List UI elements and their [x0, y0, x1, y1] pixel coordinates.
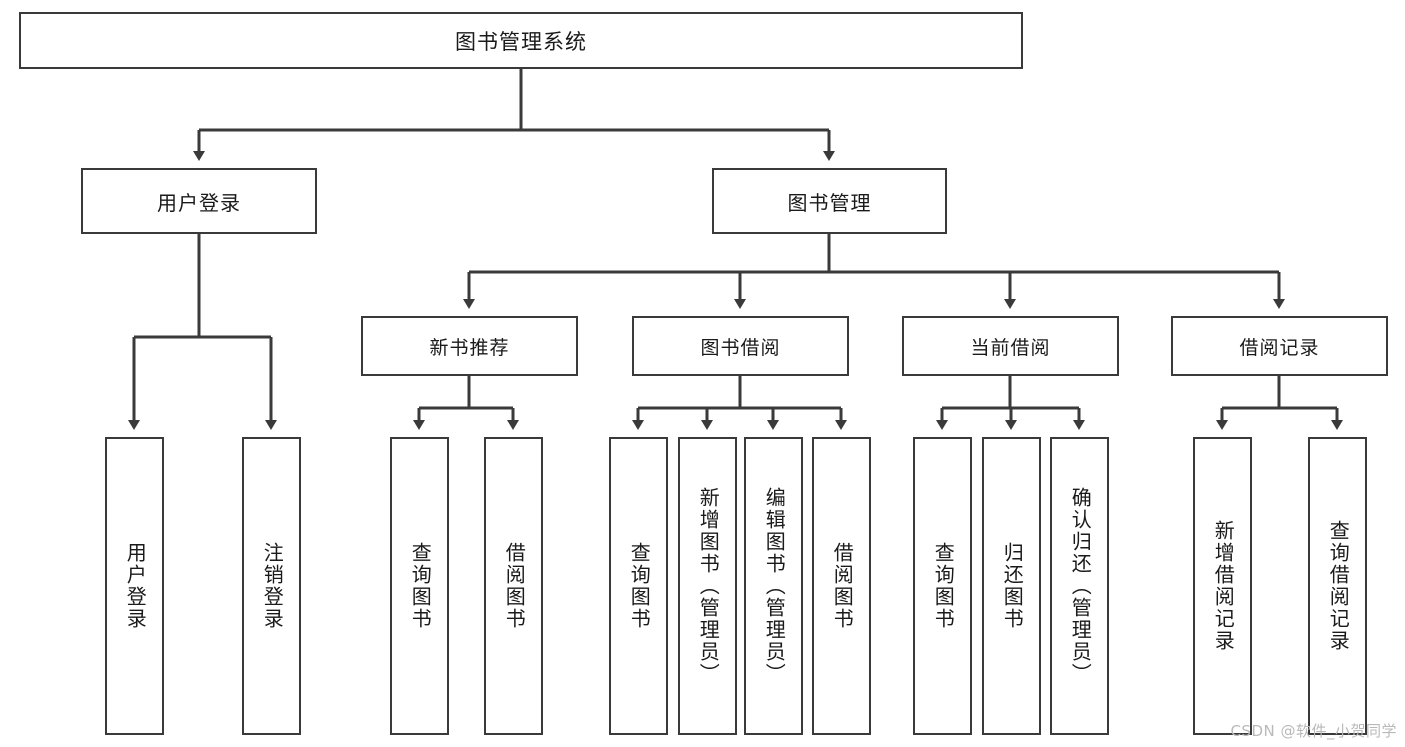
- node-leaf-logout[interactable]: 注销登录: [242, 437, 301, 735]
- node-current-borrow-label: 当前借阅: [970, 336, 1051, 359]
- node-user-login-label: 用户登录: [157, 190, 241, 215]
- node-leaf-user-login[interactable]: 用户登录: [105, 437, 164, 735]
- node-leaf-query-book-current-label: 查询图书: [931, 542, 956, 630]
- node-leaf-add-book-admin-label: 新增图书（管理员）: [696, 487, 721, 685]
- node-leaf-edit-book-admin-label: 编辑图书（管理员）: [762, 487, 787, 685]
- node-leaf-confirm-return-admin[interactable]: 确认归还（管理员）: [1050, 437, 1109, 735]
- node-leaf-logout-label: 注销登录: [260, 542, 285, 630]
- node-book-borrow[interactable]: 图书借阅: [632, 316, 849, 376]
- node-leaf-borrow-book-recommend-label: 借阅图书: [502, 542, 527, 630]
- node-leaf-return-book-label: 归还图书: [1000, 542, 1025, 630]
- node-leaf-add-borrow-record-label: 新增借阅记录: [1211, 520, 1236, 652]
- node-book-management-label: 图书管理: [787, 190, 872, 215]
- node-leaf-edit-book-admin[interactable]: 编辑图书（管理员）: [744, 437, 803, 735]
- node-leaf-query-book-recommend-label: 查询图书: [408, 542, 433, 630]
- node-leaf-borrow-book-label: 借阅图书: [830, 542, 855, 630]
- node-leaf-return-book[interactable]: 归还图书: [982, 437, 1041, 735]
- node-current-borrow[interactable]: 当前借阅: [902, 316, 1119, 376]
- node-book-borrow-label: 图书借阅: [700, 336, 781, 359]
- node-leaf-query-book-borrow[interactable]: 查询图书: [609, 437, 668, 735]
- node-new-book-recommend[interactable]: 新书推荐: [361, 316, 578, 376]
- node-leaf-query-borrow-record[interactable]: 查询借阅记录: [1308, 437, 1367, 735]
- node-leaf-borrow-book-recommend[interactable]: 借阅图书: [484, 437, 543, 735]
- node-root-label: 图书管理系统: [455, 29, 587, 54]
- node-borrow-record[interactable]: 借阅记录: [1171, 316, 1388, 376]
- node-leaf-user-login-label: 用户登录: [123, 542, 148, 630]
- node-root[interactable]: 图书管理系统: [19, 12, 1023, 69]
- node-leaf-add-borrow-record[interactable]: 新增借阅记录: [1193, 437, 1252, 735]
- node-leaf-query-book-recommend[interactable]: 查询图书: [390, 437, 449, 735]
- watermark-text: CSDN @软件_小贺同学: [1230, 722, 1397, 740]
- node-leaf-borrow-book[interactable]: 借阅图书: [812, 437, 871, 735]
- node-leaf-query-borrow-record-label: 查询借阅记录: [1326, 520, 1351, 652]
- node-borrow-record-label: 借阅记录: [1239, 336, 1320, 359]
- node-user-login[interactable]: 用户登录: [81, 168, 317, 234]
- node-leaf-query-book-current[interactable]: 查询图书: [913, 437, 972, 735]
- node-book-management[interactable]: 图书管理: [712, 168, 947, 234]
- node-leaf-add-book-admin[interactable]: 新增图书（管理员）: [678, 437, 737, 735]
- node-new-book-recommend-label: 新书推荐: [429, 336, 510, 359]
- node-leaf-query-book-borrow-label: 查询图书: [627, 542, 652, 630]
- node-leaf-confirm-return-admin-label: 确认归还（管理员）: [1068, 487, 1093, 685]
